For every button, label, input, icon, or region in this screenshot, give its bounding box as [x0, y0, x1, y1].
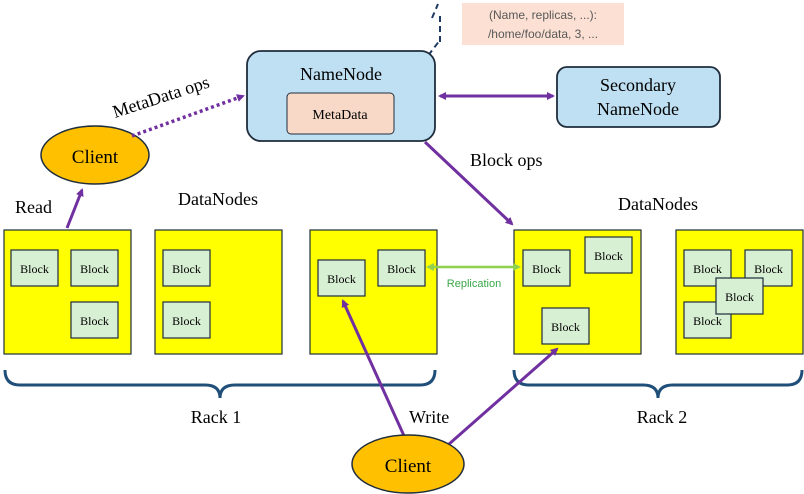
rack2-label: Rack 2 — [637, 407, 687, 427]
block-label: Block — [172, 262, 201, 276]
block: Block — [162, 249, 211, 287]
block-label: Block — [551, 320, 580, 334]
metadata-note-line1: (Name, replicas, ...): — [489, 8, 597, 22]
block-label: Block — [80, 314, 109, 328]
block: Block — [584, 236, 633, 274]
block-label: Block — [754, 262, 783, 276]
block-label: Block — [725, 290, 754, 304]
read-label: Read — [15, 197, 52, 217]
block: Block — [377, 249, 426, 287]
block-ops-arrow — [423, 140, 514, 226]
metadata-note: (Name, replicas, ...): /home/foo/data, 3… — [462, 3, 624, 45]
namenode-label: NameNode — [300, 64, 382, 84]
metadata-note-line2: /home/foo/data, 3, ... — [488, 27, 598, 41]
secondary-line2: NameNode — [597, 99, 679, 119]
block-label: Block — [80, 262, 109, 276]
datanodes-right-label: DataNodes — [618, 194, 698, 214]
rack2-brace — [512, 369, 804, 399]
block: Block — [522, 249, 571, 287]
rack1-label: Rack 1 — [191, 407, 241, 427]
block: Block — [70, 301, 119, 339]
write-label: Write — [409, 407, 449, 427]
block-label: Block — [327, 272, 356, 286]
block-label: Block — [172, 314, 201, 328]
write-arrow-right — [439, 347, 559, 454]
block-label: Block — [387, 262, 416, 276]
block: Block — [683, 249, 732, 287]
block-label: Block — [594, 249, 623, 263]
read-arrow — [65, 188, 84, 229]
metadata-label: MetaData — [312, 108, 368, 123]
block: Block — [70, 249, 119, 287]
replication-label: Replication — [447, 278, 501, 290]
block-ops-label: Block ops — [470, 150, 543, 170]
client-bottom-label: Client — [385, 456, 432, 477]
client-bottom: Client — [351, 434, 465, 494]
client-top: Client — [40, 125, 150, 185]
datanodes-left-label: DataNodes — [178, 189, 258, 209]
metadata-ops-arrow — [131, 94, 245, 138]
client-top-label: Client — [72, 147, 119, 168]
block-label: Block — [693, 314, 722, 328]
block: Block — [683, 301, 732, 339]
namenode-box: NameNode MetaData — [246, 50, 436, 142]
block: Block — [317, 259, 366, 297]
block: Block — [162, 301, 211, 339]
block: Block — [715, 277, 764, 315]
write-arrow-left — [341, 299, 407, 439]
block: Block — [10, 249, 59, 287]
secondary-namenode-box: Secondary NameNode — [556, 66, 721, 128]
blocks-group: Block Block Block Block Block Block Bloc… — [10, 236, 793, 345]
rack1-brace — [3, 369, 437, 399]
block: Block — [541, 307, 590, 345]
block-label: Block — [693, 262, 722, 276]
block-label: Block — [20, 262, 49, 276]
block-label: Block — [532, 262, 561, 276]
secondary-line1: Secondary — [600, 75, 676, 95]
